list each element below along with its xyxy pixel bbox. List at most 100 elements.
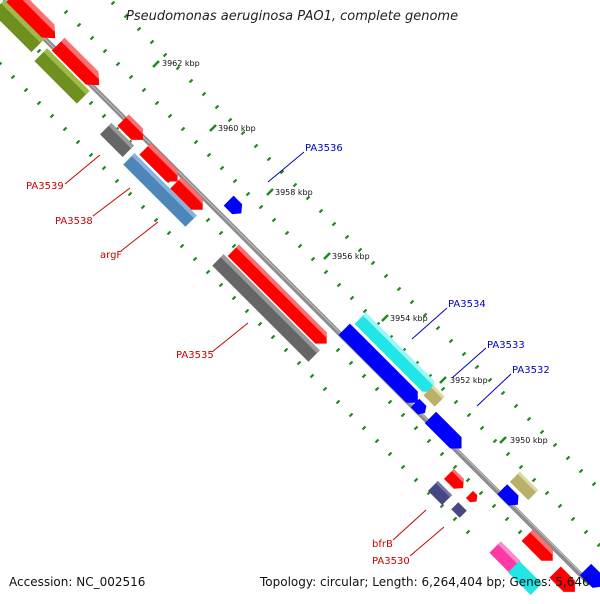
tick-dot: [454, 466, 457, 469]
tick-dot: [441, 453, 444, 456]
tick-dot: [286, 232, 289, 235]
tick-dot: [260, 206, 263, 209]
tick-dot: [450, 340, 453, 343]
tick-dot: [467, 479, 470, 482]
gene-label-pa3535[interactable]: PA3535: [176, 350, 214, 361]
tick-dot: [233, 245, 236, 248]
tick-dot: [320, 210, 323, 213]
map-title: Pseudomonas aeruginosa PAO1, complete ge…: [126, 9, 458, 24]
tick-dot: [428, 440, 431, 443]
gene-label-pa3539[interactable]: PA3539: [26, 181, 64, 192]
tick-dot: [221, 167, 224, 170]
major-tick: [324, 253, 330, 259]
tick-dot: [64, 128, 67, 131]
tick-dot: [411, 301, 414, 304]
accession-text: Accession: NC_002516: [9, 575, 145, 589]
tick-dot: [541, 431, 544, 434]
gene-label-pa3530[interactable]: PA3530: [372, 556, 410, 567]
tick-dot: [103, 115, 106, 118]
major-tick: [153, 61, 159, 67]
tick-dot: [533, 479, 536, 482]
tick-dot: [455, 401, 458, 404]
tick-dot: [398, 288, 401, 291]
tick-dot: [220, 284, 223, 287]
major-tick: [500, 437, 506, 443]
tick-dot: [208, 154, 211, 157]
tick-dot: [337, 349, 340, 352]
tick-dot: [65, 11, 68, 14]
gene-red-bfrb-fwd[interactable]: [444, 469, 468, 493]
tick-dot: [481, 427, 484, 430]
tick-dot: [363, 427, 366, 430]
tick-dot: [350, 414, 353, 417]
tick-dot: [346, 236, 349, 239]
gene-label-pa3536[interactable]: PA3536: [305, 143, 343, 154]
gene-pa3530[interactable]: [451, 502, 467, 518]
tick-dot: [216, 106, 219, 109]
tick-dot: [402, 414, 405, 417]
tick-dot: [229, 119, 232, 122]
tick-label: 3954 kbp: [390, 314, 428, 323]
tick-dot: [51, 115, 54, 118]
tick-label: 3950 kbp: [510, 436, 548, 445]
tick-dot: [480, 492, 483, 495]
tick-dot: [181, 245, 184, 248]
tick-dot: [168, 232, 171, 235]
gene-label-pa3533[interactable]: PA3533: [487, 340, 525, 351]
gene-label-bfrb[interactable]: bfrB: [372, 539, 393, 550]
tick-dot: [164, 54, 167, 57]
tick-dot: [138, 28, 141, 31]
gene-label-argf[interactable]: argF: [100, 250, 122, 261]
tick-dot: [572, 518, 575, 521]
tick-dot: [12, 76, 15, 79]
tick-dot: [78, 24, 81, 27]
tick-dot: [489, 379, 492, 382]
tick-dot: [117, 63, 120, 66]
tick-labels: 3962 kbp 3960 kbp 3958 kbp 3956 kbp 3954…: [162, 59, 548, 445]
tick-dot: [234, 180, 237, 183]
tick-dot: [207, 271, 210, 274]
tick-dot: [415, 479, 418, 482]
tick-dot: [506, 518, 509, 521]
tick-dot: [194, 258, 197, 261]
gene-labels: PA3539 PA3538 argF PA3535 bfrB PA3530 PA…: [26, 143, 550, 567]
tick-dot: [454, 518, 457, 521]
tick-dot: [389, 401, 392, 404]
tick-dot: [104, 50, 107, 53]
tick-dot: [90, 102, 93, 105]
tick-dot: [363, 375, 366, 378]
gene-red-pa3530-fwd[interactable]: [466, 491, 480, 505]
tick-dot: [195, 141, 198, 144]
tick-dot: [38, 102, 41, 105]
tick-dot: [38, 50, 41, 53]
gene-bfrb[interactable]: [428, 481, 452, 505]
tick-dot: [299, 245, 302, 248]
gene-label-pa3538[interactable]: PA3538: [55, 216, 93, 227]
tick-dot: [351, 297, 354, 300]
major-tick: [440, 377, 446, 383]
tick-dot: [169, 115, 172, 118]
tick-dot: [385, 275, 388, 278]
gene-label-pa3534[interactable]: PA3534: [448, 299, 486, 310]
tick-dot: [203, 93, 206, 96]
tick-dot: [519, 531, 522, 534]
tick-dot: [112, 2, 115, 5]
gene-red-pa3535-fwd[interactable]: [228, 245, 333, 350]
tick-dot: [246, 310, 249, 313]
gene-pa3535[interactable]: [212, 254, 319, 361]
tick-dot: [259, 323, 262, 326]
major-tick: [382, 315, 388, 321]
tick-dot: [90, 154, 93, 157]
tick-dot: [494, 440, 497, 443]
tick-dot: [0, 63, 2, 66]
gene-pa3532[interactable]: [425, 412, 467, 454]
tick-dot: [220, 232, 223, 235]
tick-dot: [333, 223, 336, 226]
gene-label-pa3532[interactable]: PA3532: [512, 365, 550, 376]
gene-pa3536[interactable]: [224, 196, 247, 219]
tick-dot: [190, 80, 193, 83]
tick-dot: [554, 444, 557, 447]
tick-dot: [311, 375, 314, 378]
